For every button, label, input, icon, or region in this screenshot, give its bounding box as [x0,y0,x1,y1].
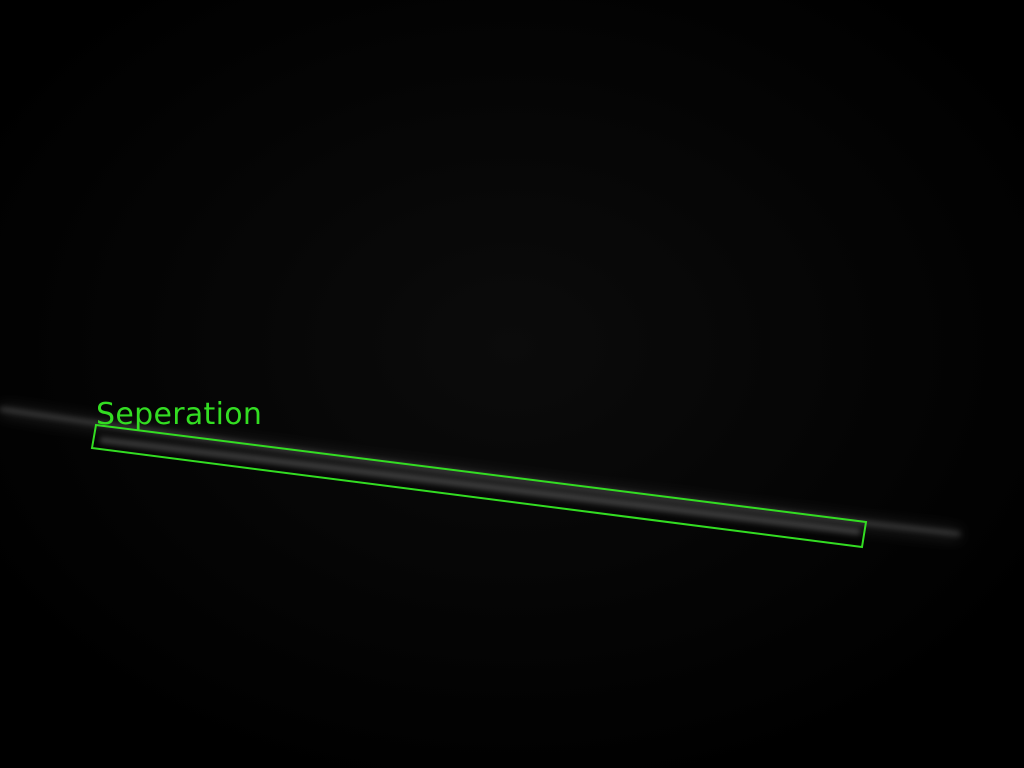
detection-box [90,423,868,549]
detection-label: Seperation [96,397,262,432]
